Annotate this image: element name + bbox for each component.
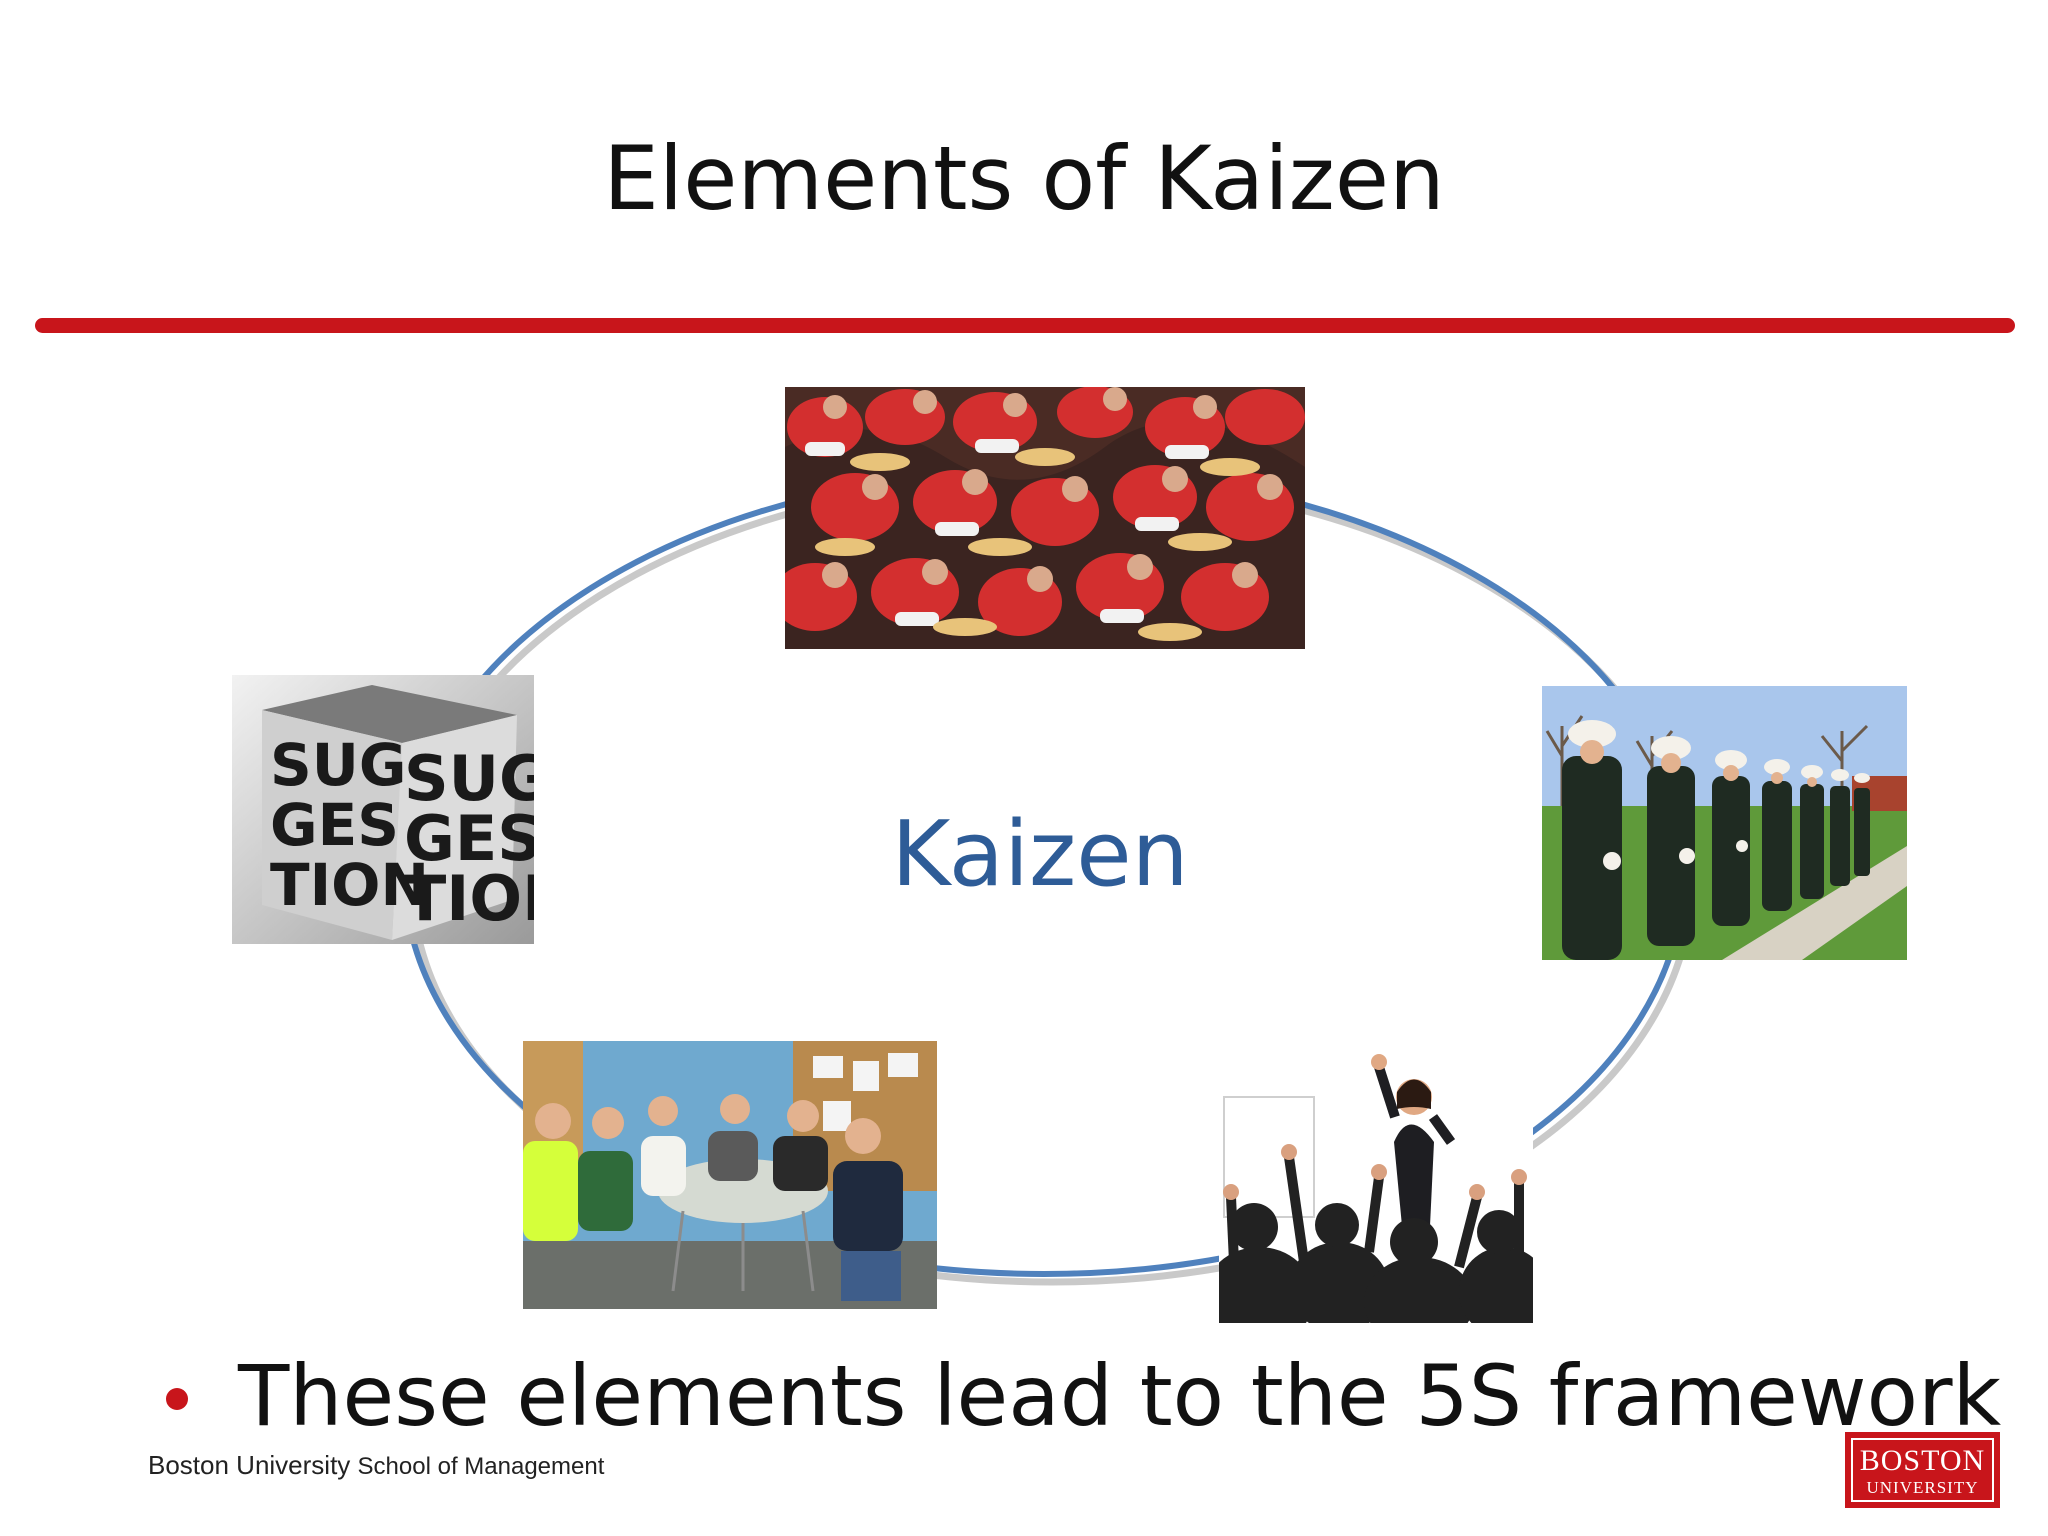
footer-university: Boston University [148,1450,351,1480]
svg-text:TION: TION [270,851,429,919]
logo-line-2: UNIVERSITY [1866,1478,1979,1497]
boston-university-logo: BOSTON UNIVERSITY [1845,1432,2000,1508]
photo-celebration [1219,1047,1533,1323]
slide-title: Elements of Kaizen [603,127,1445,230]
photo-suggestion-cube: SUG GES TION SUG GES TION [232,675,534,944]
svg-text:SUG: SUG [270,731,406,799]
svg-text:GES: GES [404,802,534,875]
bullet-item: These elements lead to the 5S framework [160,1350,2001,1460]
title-divider [35,318,2015,333]
footer-text: Boston University School of Management [148,1450,604,1481]
svg-text:SUG: SUG [404,742,534,815]
photo-marching-band [785,387,1305,649]
svg-text:GES: GES [270,791,399,859]
photo-team-meeting [523,1041,937,1309]
photo-honor-guard [1542,686,1907,960]
footer-school: School of Management [357,1453,605,1480]
bullet-text: These elements lead to the 5S framework [238,1347,2002,1445]
bullet-dot [166,1388,188,1410]
svg-text:TION: TION [404,862,534,935]
logo-line-1: BOSTON [1859,1444,1986,1477]
center-label: Kaizen [891,802,1189,907]
